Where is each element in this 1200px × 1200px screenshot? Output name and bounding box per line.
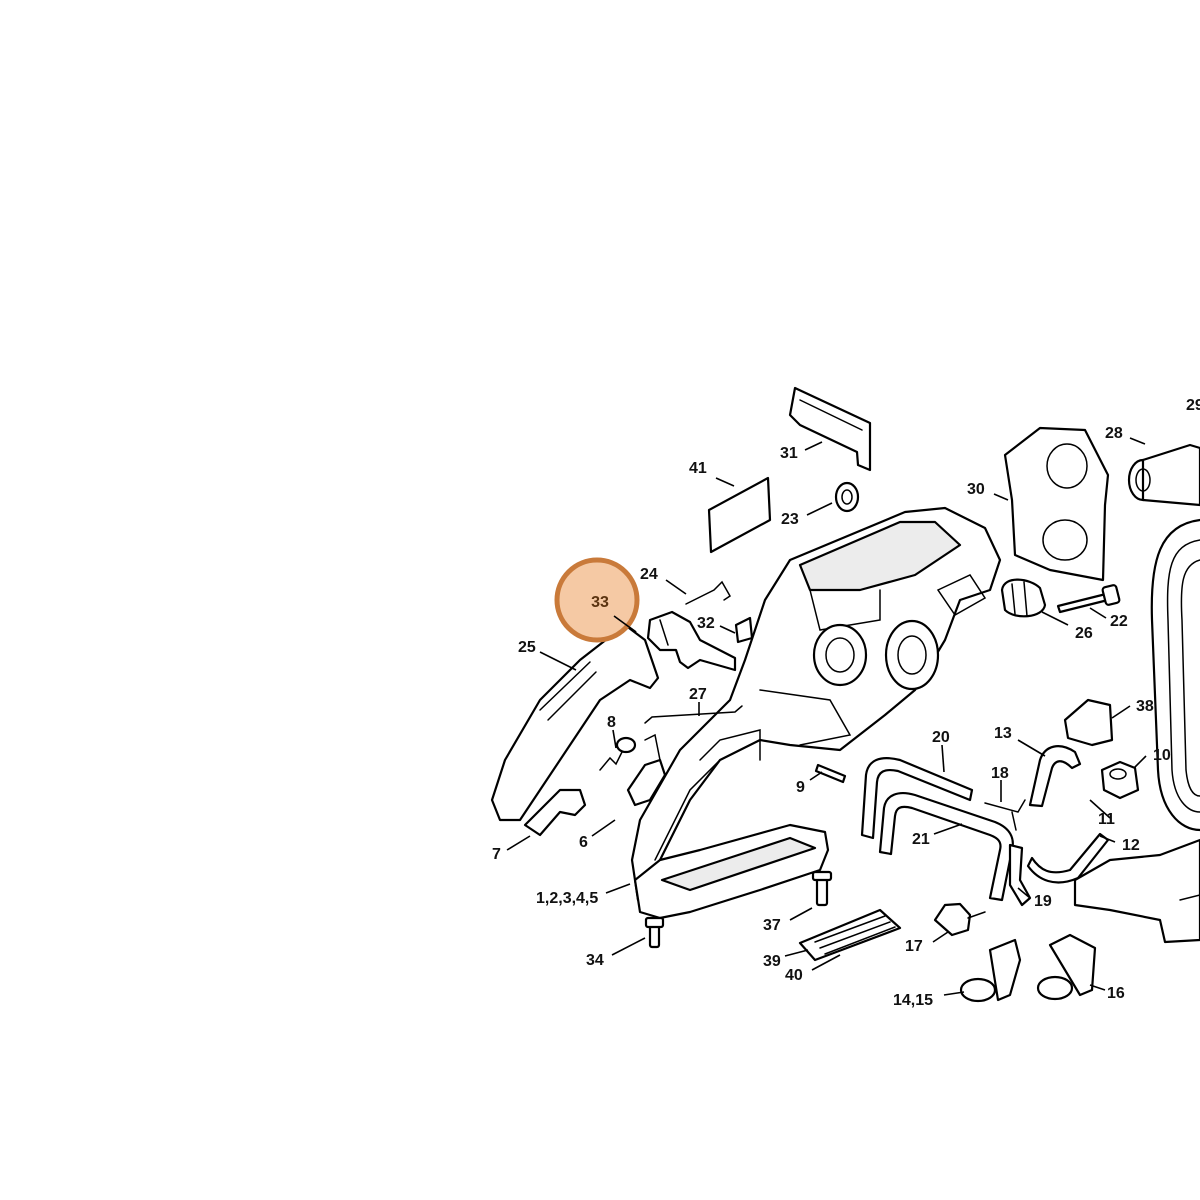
callout-17: 17 [905,938,923,955]
callout-6: 6 [579,834,588,851]
callout-25: 25 [518,639,536,656]
callout-22: 22 [1110,613,1128,630]
callout-27: 27 [689,686,707,703]
part-14-15-clamp [959,938,1022,1003]
part-16-clamp [1036,933,1097,1001]
part-22-screw [1056,584,1121,614]
callout-10: 10 [1153,747,1171,764]
part-38-cap [1063,698,1114,747]
callout-18: 18 [991,765,1009,782]
part-41-label [707,476,772,554]
callout-11: 11 [1098,811,1115,828]
callout-1-5: 1,2,3,4,5 [536,890,598,907]
callout-21: 21 [912,831,930,848]
part-21-hose [878,791,1014,902]
callout-37: 37 [763,917,781,934]
callout-23: 23 [781,511,799,528]
part-18-connector [984,799,1026,831]
part-17-pickup [933,902,986,937]
part-13-hose [1028,745,1082,808]
main-housing [630,506,1002,902]
callout-41: 41 [689,460,707,477]
part-31-cover [788,386,872,472]
part-30-shroud [1003,426,1110,582]
part-33-control-lever [646,610,737,672]
part-27-rod [644,705,743,724]
part-6-lock [626,733,667,807]
part-34-screw [644,916,665,949]
part-32-clip [734,616,754,644]
part-37-screw [811,870,833,907]
callout-31: 31 [780,445,798,462]
callout-9: 9 [796,779,805,796]
callout-16: 16 [1107,985,1125,1002]
callout-20: 20 [932,729,950,746]
part-gasket-coil [1150,518,1200,832]
callout-32: 32 [697,615,715,632]
callout-24: 24 [640,566,658,583]
part-20-hose [860,757,974,840]
part-23-grommet [834,481,860,513]
part-right-housing [1073,838,1200,944]
callout-30: 30 [967,481,985,498]
callout-38: 38 [1136,698,1154,715]
part-9-pin [814,763,847,784]
callout-labels: 29 28 31 41 30 23 24 22 32 26 25 27 38 8… [492,397,1200,1009]
part-26-buffer [1000,578,1047,618]
part-24-lever [685,580,731,605]
handle-base [633,823,830,920]
highlight-marker-33[interactable]: 33 [554,557,640,643]
part-39-40-pad [798,908,902,962]
callout-26: 26 [1075,625,1093,642]
highlight-label: 33 [591,594,609,611]
callout-12: 12 [1122,837,1140,854]
callout-40: 40 [785,967,803,984]
callout-28: 28 [1105,425,1123,442]
callout-19: 19 [1034,893,1052,910]
callout-39: 39 [763,953,781,970]
part-8-spring [599,736,637,771]
callout-14-15: 14,15 [893,992,933,1009]
part-25-handle-cover [490,623,660,822]
callout-8: 8 [607,714,616,731]
part-7-trigger [523,788,587,837]
part-10-pump [1100,760,1140,800]
callout-34: 34 [586,952,604,969]
callout-29: 29 [1186,397,1200,414]
callout-7: 7 [492,846,501,863]
callout-13: 13 [994,725,1012,742]
part-28-manifold [1127,443,1200,507]
